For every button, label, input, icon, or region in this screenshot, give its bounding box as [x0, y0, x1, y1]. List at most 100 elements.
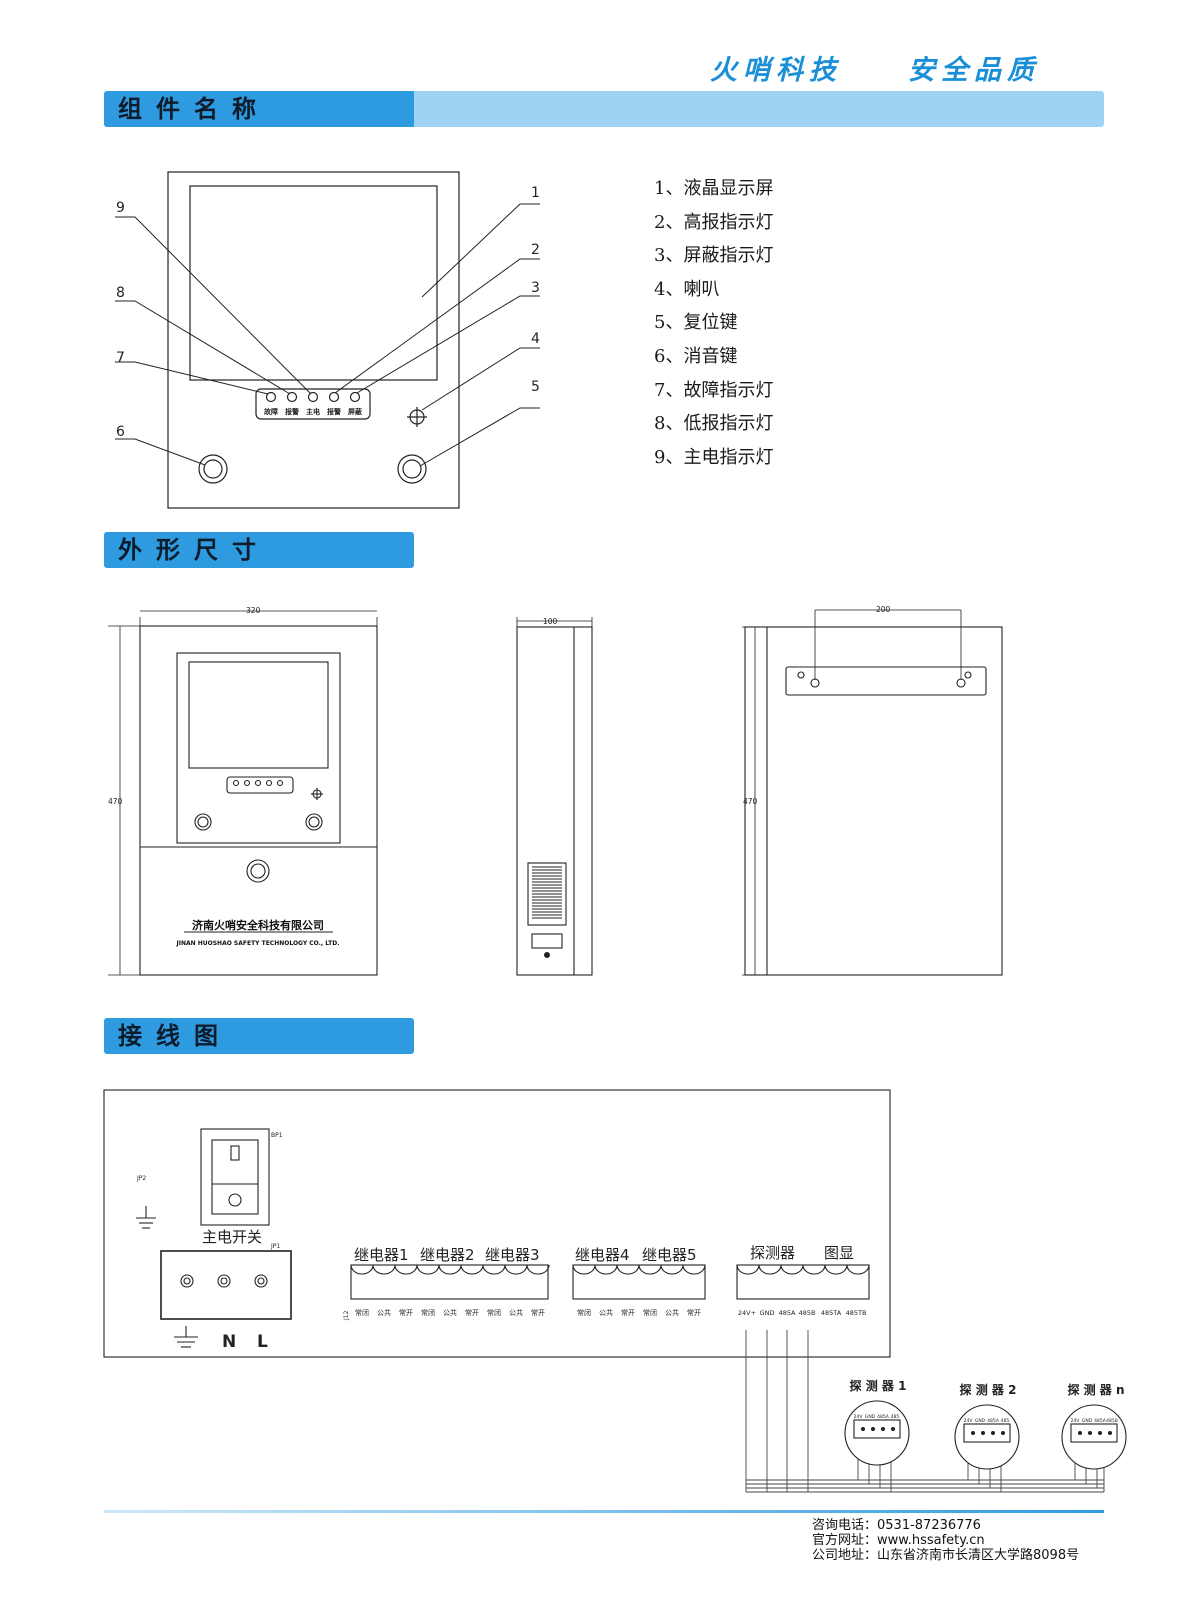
lcd-screen	[189, 185, 438, 381]
callout-9: 9	[116, 200, 125, 216]
ground-icon	[174, 1326, 198, 1348]
list-item: 3、屏蔽指示灯	[654, 245, 774, 267]
detector-2-name: 探 测 器 2	[960, 1382, 1017, 1397]
relay-terminal-block-1	[350, 1264, 549, 1300]
front-mute-button	[194, 813, 212, 831]
leader-2	[334, 258, 540, 394]
component-list: 1、液晶显示屏 2、高报指示灯 3、屏蔽指示灯 4、喇叭 5、复位键 6、消音键…	[654, 172, 773, 474]
device-front-outline	[167, 171, 460, 509]
vent-slots	[532, 866, 562, 919]
detector-pin-label: 485	[891, 1414, 900, 1420]
leader-8	[115, 300, 291, 395]
detector-pin-label: 485A	[877, 1414, 890, 1420]
front-buzzer	[246, 859, 270, 883]
lamp-label: 报警	[327, 407, 341, 416]
pin-label: 24V+	[738, 1309, 756, 1317]
contact-website: 官方网址：www.hssafety.cn	[812, 1533, 985, 1548]
relay-label-2: 继电器2	[420, 1246, 475, 1264]
slogan-left: 火哨科技	[710, 55, 842, 86]
detector-pin-label: GND	[865, 1414, 876, 1420]
callout-6: 6	[116, 424, 125, 440]
wiring-board-outline	[103, 1089, 891, 1358]
pin-label: 常闭	[577, 1308, 591, 1317]
front-view	[108, 610, 378, 976]
detector-pin-label: 24V	[854, 1414, 864, 1420]
mount-hole-right	[956, 678, 966, 688]
leader-6	[115, 438, 206, 466]
terminal-label-n: N	[222, 1332, 236, 1352]
detector-pin-label: GND	[975, 1418, 986, 1424]
header-slogan: 火哨科技 安全品质	[710, 48, 1040, 87]
lamp-fault	[265, 391, 277, 403]
main-switch-label: 主电开关	[202, 1228, 262, 1246]
pin-label: 485TA	[821, 1309, 842, 1317]
pin-label: 常闭	[355, 1308, 369, 1317]
pin-label: 公共	[377, 1308, 391, 1317]
ground-icon	[136, 1206, 156, 1229]
dim-front-width: 320	[246, 606, 261, 615]
list-item: 8、低报指示灯	[654, 413, 774, 435]
section-title-components: 组件名称	[104, 91, 414, 127]
pin-label: 常闭	[421, 1308, 435, 1317]
panel-lamp-labels: 故障 报警 主电 报警 屏蔽	[264, 407, 363, 416]
detector-units	[844, 1400, 1127, 1470]
callout-1: 1	[531, 185, 540, 201]
side-outline	[516, 626, 593, 976]
pin-label: 公共	[509, 1308, 523, 1317]
company-name-en: JINAN HUOSHAO SAFETY TECHNOLOGY CO., LTD…	[176, 940, 340, 947]
company-name-cn: 济南火哨安全科技有限公司	[192, 918, 324, 932]
switch-lamp	[228, 1193, 242, 1207]
slogan-right: 安全品质	[908, 55, 1040, 86]
lamp-label: 屏蔽	[347, 407, 363, 416]
relay-label-4: 继电器4	[575, 1246, 630, 1264]
detector-pin-label: 485A	[987, 1418, 1000, 1424]
indicator-panel	[255, 388, 371, 420]
reset-button	[397, 454, 427, 484]
power-terminal-block	[160, 1250, 292, 1320]
pin-label: 公共	[599, 1308, 613, 1317]
lamp-label: 主电	[306, 407, 320, 416]
section-title-wiring: 接线图	[104, 1018, 414, 1054]
detector-n-name: 探 测 器 n	[1067, 1382, 1124, 1397]
wiring-board	[103, 1089, 891, 1358]
dim-back-height: 470	[743, 797, 758, 806]
mounting-bracket	[785, 666, 987, 696]
label-jp1: JP1	[270, 1243, 280, 1250]
side-indicator-dot	[544, 952, 550, 958]
list-item: 9、主电指示灯	[654, 446, 774, 468]
detector-terminal-label: 探测器	[750, 1244, 795, 1262]
side-port	[531, 933, 563, 949]
dim-front-height: 470	[108, 797, 123, 806]
main-switch	[200, 1128, 270, 1226]
detector-n	[1061, 1404, 1127, 1470]
callout-8: 8	[116, 285, 125, 301]
section-bar-components: 组件名称	[104, 91, 1104, 127]
pin-label: 常开	[465, 1308, 479, 1317]
pin-label: 常开	[399, 1308, 413, 1317]
mute-button	[198, 454, 228, 484]
relay-label-1: 继电器1	[354, 1246, 409, 1264]
detector-2	[954, 1404, 1020, 1470]
leader-5	[419, 407, 540, 467]
leader-1	[421, 203, 540, 298]
list-item: 5、复位键	[654, 312, 738, 334]
side-vent-grille	[527, 862, 567, 926]
section-bar-wiring: 接线图	[104, 1018, 414, 1054]
detector-pin-label: 485A	[1094, 1418, 1107, 1424]
dim-side-depth: 100	[543, 617, 558, 626]
detector-pin-label: 485B	[1106, 1418, 1118, 1424]
label-bp1: BP1	[271, 1132, 283, 1139]
pin-label: GND	[760, 1309, 775, 1317]
lamp-label: 故障	[264, 407, 278, 416]
detector-pin-label: 485	[1001, 1418, 1010, 1424]
leader-4	[421, 347, 540, 411]
detector-pin-dots	[861, 1427, 1112, 1435]
pin-label: 常开	[621, 1308, 635, 1317]
contact-address: 公司地址：山东省济南市长清区大学路8098号	[812, 1548, 1080, 1563]
callout-5: 5	[531, 379, 540, 395]
detector-pin-label: 24V	[1071, 1418, 1081, 1424]
list-item: 2、高报指示灯	[654, 211, 774, 233]
lamp-shield	[349, 391, 361, 403]
contact-info: 咨询电话：0531-87236776 官方网址：www.hssafety.cn …	[812, 1518, 1079, 1563]
